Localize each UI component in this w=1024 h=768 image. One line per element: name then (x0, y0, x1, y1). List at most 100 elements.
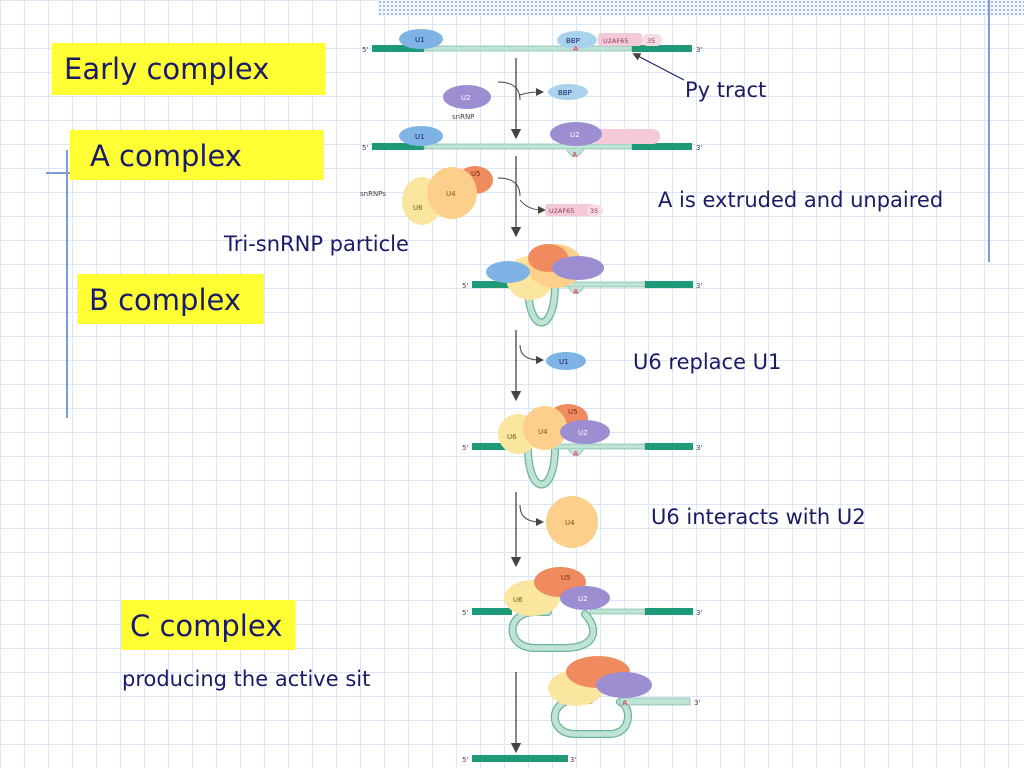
u2af35-text: 35 (590, 207, 598, 215)
u4-snrnp (427, 167, 477, 219)
transition-2: snRNPs U5 U6 U4 U2AF65 35 (360, 156, 603, 238)
intron (554, 443, 646, 450)
transition-1: U2 snRNP BBP (443, 58, 588, 140)
u2af65-text: U2AF65 (603, 37, 628, 45)
py-tract-arrow (632, 53, 685, 81)
spliced-exons (472, 755, 568, 762)
u2af-proteins (592, 129, 660, 144)
u6-text: U6 (413, 204, 423, 212)
u6-text: U6 (507, 433, 517, 441)
u1-text: U1 (415, 133, 425, 141)
early-complex-label: Early complex (52, 43, 325, 95)
stage-first-step: 3' A (510, 656, 700, 754)
u2-snrnp (550, 122, 602, 146)
three-prime-label: 3' (696, 46, 702, 54)
left-decoration-line (66, 150, 68, 418)
u1-leaving (546, 352, 586, 370)
snrnp-text: snRNP (452, 113, 474, 121)
u1-snrnp (486, 261, 530, 283)
c-complex-label: C complex (121, 600, 295, 650)
five-prime-label: 5' (462, 609, 468, 617)
u2-snrnp (560, 586, 610, 610)
u2-text: U2 (570, 131, 580, 139)
a-extruded-note: A is extruded and unpaired (658, 188, 944, 212)
u1-text: U1 (559, 358, 569, 366)
stage-c-complex: 5' 3' U6 U5 U2 (462, 567, 702, 652)
bbp-text: BBP (566, 37, 580, 45)
three-prime-label: 3' (696, 444, 702, 452)
exon-5 (472, 443, 528, 450)
u2-text: U2 (578, 429, 588, 437)
stage-after-u1-release: 5' 3' U5 U6 U4 U2 A (462, 404, 702, 489)
left-decoration-tick (46, 172, 76, 174)
py-tract-note: Py tract (685, 78, 767, 102)
u4-text: U4 (446, 190, 456, 198)
three-prime-label: 3' (570, 756, 576, 764)
u1-snrnp (399, 126, 443, 146)
three-prime-label: 3' (696, 609, 702, 617)
five-prime-label: 5' (462, 444, 468, 452)
u2-snrnp (560, 420, 610, 444)
stage-b-complex: 5' 3' A (462, 244, 702, 327)
stage-a-complex: 5' 3' A U1 U2 (362, 122, 702, 159)
u2-text: U2 (578, 595, 588, 603)
u5-text: U5 (471, 170, 481, 178)
top-decoration-band (378, 0, 1024, 16)
extruded-a-bulge (565, 148, 585, 157)
b-complex-label: B complex (77, 274, 264, 324)
exon-3 (645, 608, 693, 615)
intron (589, 608, 646, 615)
u2af35-leaving (587, 205, 603, 216)
u2-snrnp-incoming (443, 85, 491, 109)
exon-5 (472, 281, 528, 288)
exon-3 (632, 143, 692, 150)
five-prime-label: 5' (362, 144, 368, 152)
exon-5 (372, 143, 424, 150)
tri-snrnp-note: Tri-snRNP particle (224, 232, 409, 256)
u1-snrnp (399, 29, 443, 49)
exon-3 (632, 45, 692, 52)
u2af35-text: 35 (647, 37, 655, 45)
u2af65-protein (598, 33, 642, 46)
intron (423, 143, 633, 150)
three-prime-label: 3' (694, 699, 700, 707)
branch-point-a: A (622, 699, 628, 707)
transition-3: U1 (510, 330, 586, 402)
u2af65-text: U2AF65 (549, 207, 574, 215)
active-site-note: producing the active sit (122, 667, 371, 691)
three-prime-label: 3' (696, 144, 702, 152)
stage-spliced-mrna: 5' 3' (462, 755, 576, 764)
u4-snrnp (523, 406, 567, 450)
u6-text: U6 (513, 596, 523, 604)
exon-3 (645, 281, 693, 288)
intron-lariat (550, 696, 632, 738)
three-prime-label: 3' (696, 282, 702, 290)
bbp-leaving (548, 84, 588, 100)
branch-point-a: A (573, 288, 579, 296)
u5-text: U5 (561, 574, 571, 582)
u6-replace-note: U6 replace U1 (633, 350, 782, 374)
u4-leaving (546, 496, 598, 548)
branch-point-a: A (572, 151, 578, 159)
u4-text: U4 (538, 428, 548, 436)
u1-text: U1 (415, 36, 425, 44)
u6-interacts-note: U6 interacts with U2 (651, 505, 866, 529)
snrnps-text: snRNPs (360, 190, 386, 198)
u4-text: U4 (565, 519, 575, 527)
branch-point-a: A (573, 45, 579, 53)
exon-5 (472, 608, 512, 615)
u2-snrnp (552, 256, 604, 280)
u2af65-leaving (545, 204, 595, 216)
bbp-protein (557, 31, 597, 49)
bbp-text: BBP (558, 89, 572, 97)
intron-lariat (508, 608, 598, 652)
right-decoration-line (988, 0, 990, 262)
intron (423, 45, 633, 52)
stage-early-complex: 5' 3' U1 BBP U2AF65 35 A (362, 29, 702, 81)
u2af35-protein (642, 34, 662, 46)
exon-3 (645, 443, 693, 450)
five-prime-label: 5' (462, 282, 468, 290)
exon-5 (372, 45, 424, 52)
